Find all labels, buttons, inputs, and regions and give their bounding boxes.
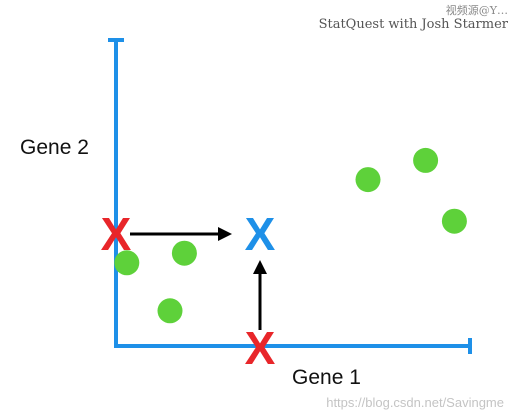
credit-text: StatQuest with Josh Starmer <box>318 17 508 32</box>
data-points <box>114 147 467 324</box>
markers: X X X <box>101 208 276 374</box>
axes <box>108 38 472 354</box>
horizontal-arrow-head <box>218 227 232 241</box>
header-cut-text: 视频源@Y… <box>445 4 508 17</box>
data-center-marker: X <box>245 208 276 260</box>
gene2-mean-marker: X <box>101 208 132 260</box>
data-point-3 <box>157 298 183 324</box>
vertical-arrow-head <box>253 260 267 274</box>
data-point-1 <box>114 250 140 276</box>
x-axis-label: Gene 1 <box>292 366 361 389</box>
data-point-5 <box>413 147 439 173</box>
watermark: https://blog.csdn.net/Savingme <box>326 395 504 410</box>
data-point-4 <box>355 167 381 193</box>
y-axis-label: Gene 2 <box>20 136 89 159</box>
projection-arrows <box>130 227 267 330</box>
gene1-mean-marker: X <box>245 322 276 374</box>
credit-header: 视频源@Y… StatQuest with Josh Starmer <box>319 4 508 32</box>
data-point-6 <box>441 208 467 234</box>
data-point-2 <box>171 240 197 266</box>
